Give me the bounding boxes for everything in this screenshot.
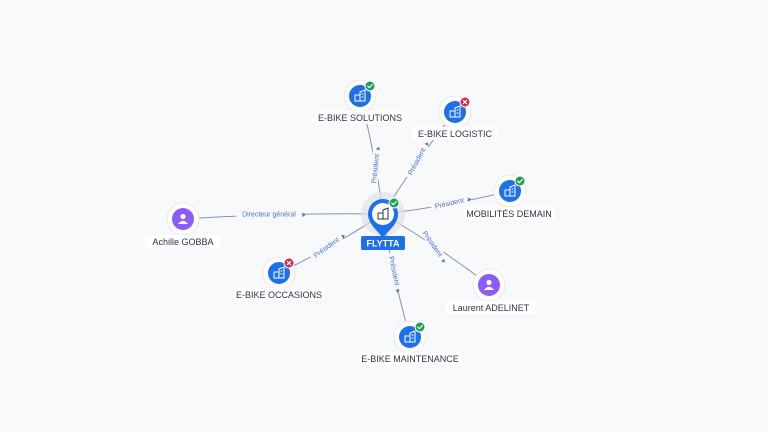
relation-label: Président [418,226,447,263]
node-label: E-BIKE OCCASIONS [236,290,322,300]
node-label: E-BIKE MAINTENANCE [361,354,459,364]
building-icon [273,266,285,279]
node-solutions[interactable]: E-BIKE SOLUTIONS [314,79,406,124]
arrow-icon [424,142,429,146]
relation-text: Président [313,237,341,260]
node-laurent[interactable]: Laurent ADELINET [445,268,537,314]
close-badge-icon [283,257,295,269]
arrow-icon [395,289,400,293]
arrow-icon [302,212,306,218]
relation-text: Président [420,230,443,258]
node-label: MOBILITÉS DEMAIN [466,209,552,219]
center-label: FLYTTA [367,239,400,249]
building-icon [354,89,366,102]
arrow-icon [341,235,345,239]
arrow-icon [467,197,472,202]
node-mobilites[interactable]: MOBILITÉS DEMAIN [463,174,555,220]
node-achille[interactable]: Achille GOBBA [145,202,221,248]
user-icon [178,213,188,224]
edge-achille: Directeur général [182,209,384,220]
check-badge-icon [414,321,426,333]
node-label: E-BIKE LOGISTIC [418,129,493,139]
node-occasions[interactable]: E-BIKE OCCASIONS [233,256,325,301]
center-node[interactable]: FLYTTA [361,192,405,250]
close-badge-icon [459,96,471,108]
building-icon [504,184,516,197]
node-label: Laurent ADELINET [453,303,530,313]
check-badge-icon [364,80,376,92]
building-icon [449,105,461,118]
arrow-icon [441,258,445,263]
relation-label: Président [309,233,345,262]
nodes: E-BIKE SOLUTIONS E-BIKE LOGISTIC MOBILITÉS… [145,79,555,365]
relation-label: Président [404,142,429,180]
user-icon [484,279,494,290]
building-icon [377,207,389,220]
node-logistic[interactable]: E-BIKE LOGISTIC [412,95,498,140]
relation-label: Président [386,252,403,293]
node-label: E-BIKE SOLUTIONS [318,113,402,123]
node-label: Achille GOBBA [152,237,213,247]
relation-label: Président [369,146,381,188]
relation-label: Directeur général [236,209,306,218]
arrow-icon [375,146,381,150]
relation-text: Président [387,256,400,286]
node-maintenance[interactable]: E-BIKE MAINTENANCE [359,320,461,365]
check-badge-icon [514,175,526,187]
building-icon [404,330,416,343]
relation-text: Directeur général [242,211,296,218]
check-badge-icon [388,197,400,209]
relation-text: Président [371,154,381,184]
